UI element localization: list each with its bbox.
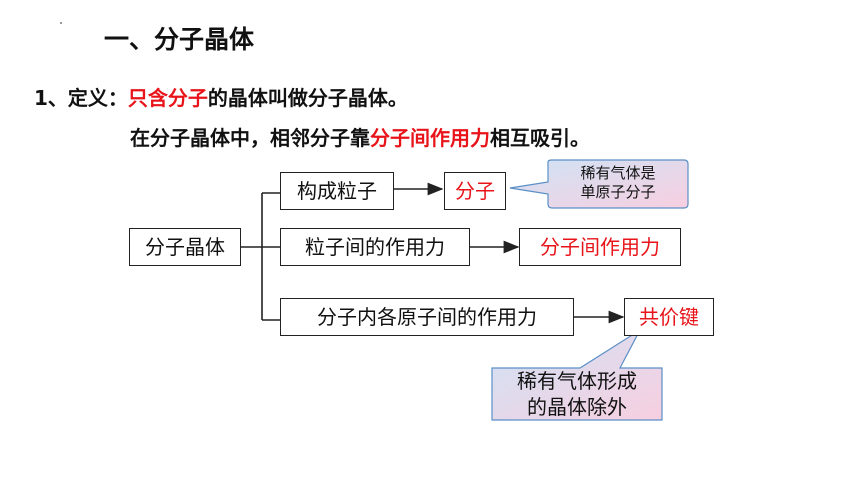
result-box-1: 分子 [444,172,506,210]
callout-bottom-line2: 的晶体除外 [527,395,627,419]
definition-suffix: 的晶体叫做分子晶体。 [207,86,408,110]
item-box-3: 分子内各原子间的作用力 [280,298,574,336]
item-box-1: 构成粒子 [280,172,394,210]
callout-bottom-shape [491,328,663,421]
callout-bottom-text: 稀有气体形成 的晶体除外 [492,368,662,420]
callout-top-shape [509,159,689,209]
result-box-2: 分子间作用力 [519,228,681,266]
definition-line: 1、定义：只含分子的晶体叫做分子晶体。 [34,82,408,111]
callout-top-line2: 单原子分子 [580,183,656,201]
item-box-2: 粒子间的作用力 [280,228,470,266]
interaction-line: 在分子晶体中，相邻分子靠分子间作用力相互吸引。 [130,122,590,151]
callout-bottom-line1: 稀有气体形成 [517,369,637,393]
interaction-highlight: 分子间作用力 [370,126,490,150]
result-box-3: 共价键 [624,298,714,336]
interaction-suffix: 相互吸引。 [490,126,590,150]
callout-top-line1: 稀有气体是 [580,164,656,182]
section-heading: 一、分子晶体 [104,25,255,54]
definition-prefix: 1、定义： [34,86,128,110]
interaction-prefix: 在分子晶体中，相邻分子靠 [130,126,370,150]
root-box: 分子晶体 [129,228,241,266]
decorative-dot [60,22,62,24]
callout-top-text: 稀有气体是 单原子分子 [548,164,688,202]
definition-highlight: 只含分子 [127,86,208,110]
